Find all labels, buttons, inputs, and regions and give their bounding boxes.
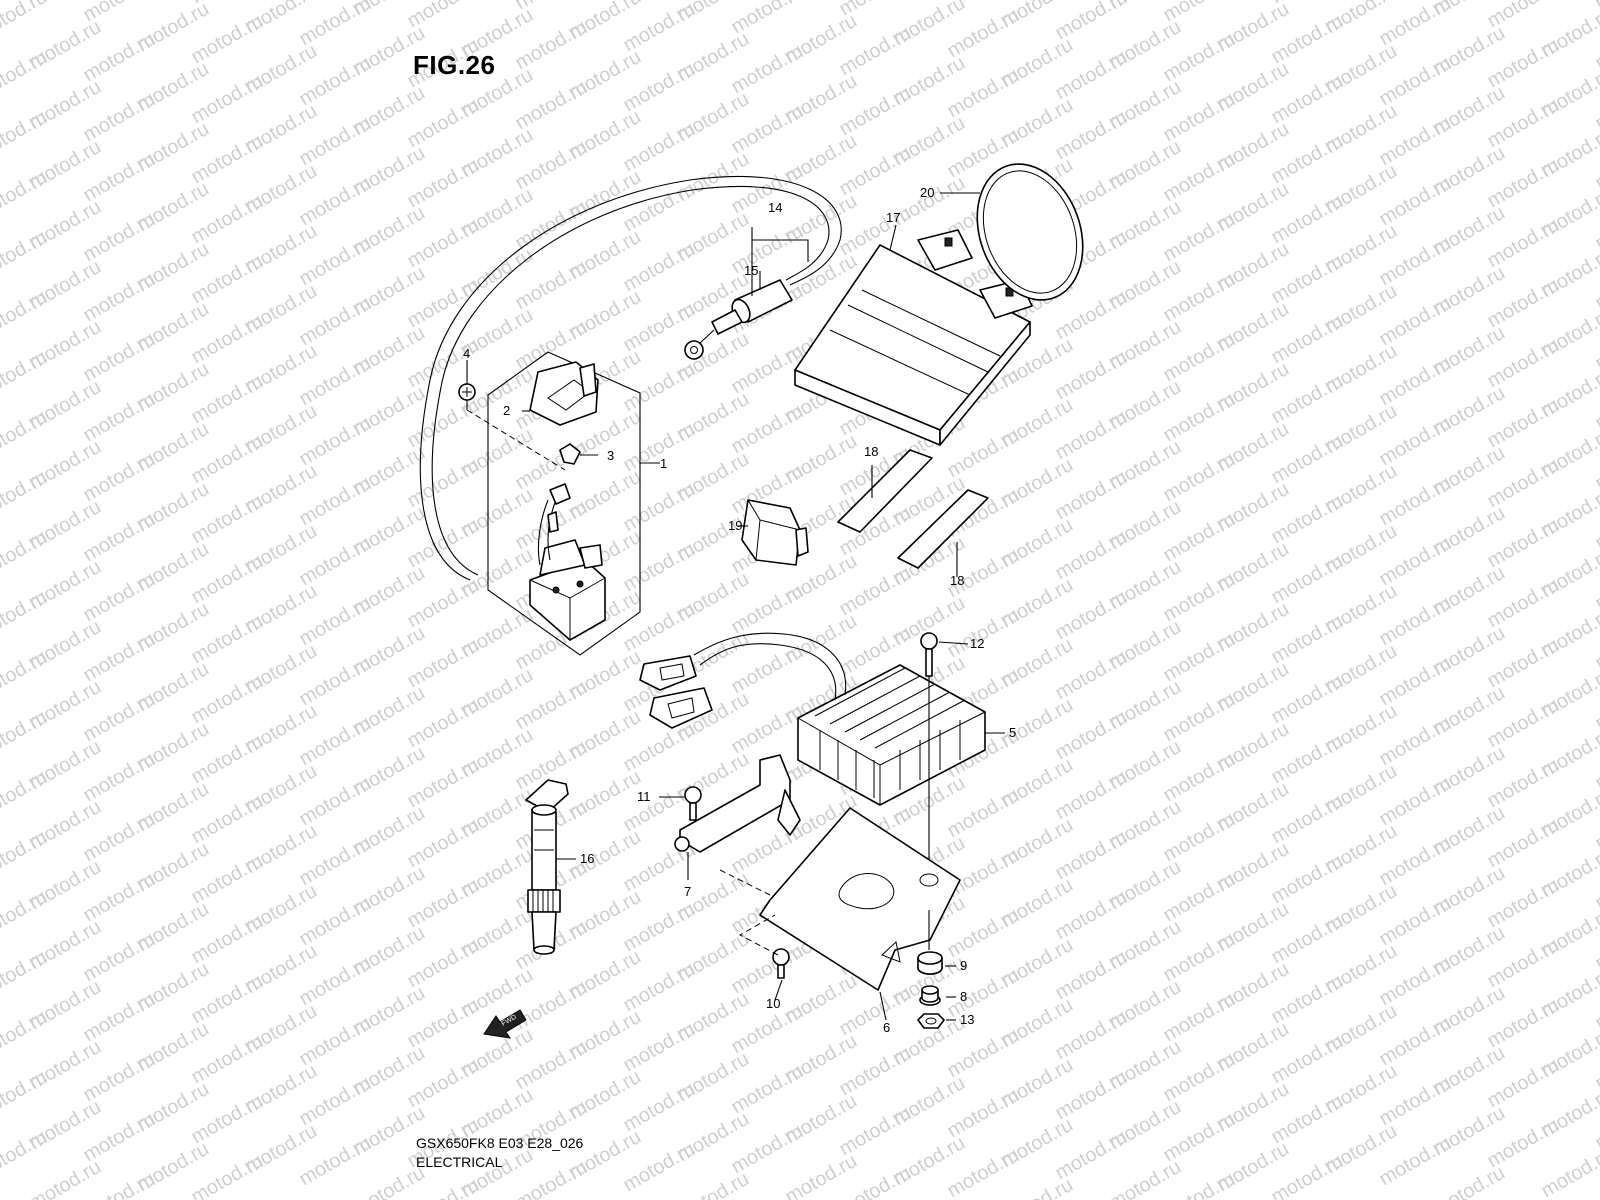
callout-18-lower: 18 xyxy=(950,573,964,588)
starter-relay xyxy=(529,539,606,641)
part-19-connector xyxy=(741,499,809,566)
callout-19: 19 xyxy=(728,518,742,533)
watermark-text: motod.ru xyxy=(0,586,51,645)
watermark-text: motod.ru xyxy=(0,886,51,945)
watermark-text: motod.ru xyxy=(0,286,51,345)
part-15-sensor xyxy=(684,279,793,360)
callout-20: 20 xyxy=(920,185,934,200)
watermark-text: motod.ru xyxy=(998,1174,1077,1200)
relay-terminal xyxy=(549,483,571,505)
callout-9: 9 xyxy=(960,958,967,973)
watermark-text: motod.ru xyxy=(1106,1156,1185,1200)
leader-10-dash xyxy=(738,914,779,956)
part-18-strip-lower xyxy=(897,489,989,569)
part-18-strip-upper xyxy=(837,449,933,533)
watermark-text: motod.ru xyxy=(0,946,51,1005)
callout-3: 3 xyxy=(607,448,614,463)
watermark-text: motod.ru xyxy=(0,1126,51,1185)
callout-17: 17 xyxy=(886,210,900,225)
part-2-relay-cover xyxy=(529,361,599,426)
part-8-collar xyxy=(919,985,941,1006)
watermark-text: motod.ru xyxy=(0,646,51,705)
part-20-band xyxy=(976,163,1084,301)
part-7-bracket xyxy=(674,754,801,853)
callout-12: 12 xyxy=(970,636,984,651)
watermark-text: motod.ru xyxy=(0,526,51,585)
regulator-harness xyxy=(699,643,837,701)
part-11-bolt xyxy=(684,786,702,821)
leader-lines xyxy=(466,192,1005,1021)
part-16-ignition-coil xyxy=(525,779,569,955)
callout-2: 2 xyxy=(503,403,510,418)
watermark-text: motod.ru xyxy=(0,706,51,765)
callout-1: 1 xyxy=(660,456,667,471)
section-title: ELECTRICAL xyxy=(416,1154,503,1170)
watermark-text: motod.ru xyxy=(0,406,51,465)
model-code: GSX650FK8 E03 E28_026 xyxy=(416,1135,584,1151)
watermark-text: motod.ru xyxy=(0,1006,51,1065)
regulator-harness-2 xyxy=(693,632,847,696)
figure-title: FIG.26 xyxy=(413,50,496,80)
callout-4: 4 xyxy=(463,346,470,361)
watermark-text: motod.ru xyxy=(0,346,51,405)
callout-13: 13 xyxy=(960,1012,974,1027)
callout-18-upper: 18 xyxy=(864,444,878,459)
harness-wire xyxy=(419,176,842,581)
callout-6: 6 xyxy=(883,1020,890,1035)
watermark-text: motod.ru xyxy=(1538,1144,1600,1200)
callout-5: 5 xyxy=(1009,725,1016,740)
relay-plug xyxy=(547,511,559,533)
watermark-text: motod.ru xyxy=(0,106,51,165)
relay-lead-2 xyxy=(537,499,549,566)
callout-14: 14 xyxy=(768,200,782,215)
part-3-clip xyxy=(559,443,581,465)
watermark-text: motod.ru xyxy=(0,166,51,225)
watermark-text: motod.ru xyxy=(0,46,51,105)
harness-wire-inner xyxy=(431,186,830,576)
watermark-text: motod.ru xyxy=(0,766,51,825)
watermark-text: motod.ru xyxy=(0,826,51,885)
watermark-text: motod.ru xyxy=(0,226,51,285)
part-6-plate xyxy=(759,807,961,991)
watermark-text: motod.ru xyxy=(674,1168,753,1200)
part-13-nut xyxy=(917,1013,945,1029)
part-20-band-inner xyxy=(982,170,1078,294)
callout-15: 15 xyxy=(744,263,758,278)
part-5-regulator xyxy=(797,664,986,806)
callout-8: 8 xyxy=(960,989,967,1004)
callout-16: 16 xyxy=(580,851,594,866)
watermark-text: motod.ru xyxy=(0,1066,51,1125)
part-10-bolt xyxy=(772,948,790,979)
part-1-group-outline xyxy=(487,351,641,656)
relay-lead xyxy=(547,499,557,561)
watermark-text: motod.ru xyxy=(1430,1162,1509,1200)
watermark-text: motod.ru xyxy=(0,0,51,44)
part-9-grommet xyxy=(917,951,943,975)
part-12-bolt xyxy=(920,632,938,677)
watermark-text: motod.ru xyxy=(0,466,51,525)
callout-11: 11 xyxy=(637,789,651,804)
callout-10: 10 xyxy=(766,996,780,1011)
regulator-plug-2 xyxy=(649,687,713,729)
leader-4-dash xyxy=(466,409,566,471)
callout-7: 7 xyxy=(684,884,691,899)
regulator-plug-1 xyxy=(639,655,697,691)
watermark-text: motod.ru xyxy=(26,1156,105,1200)
part-17-ecm xyxy=(794,229,1033,446)
